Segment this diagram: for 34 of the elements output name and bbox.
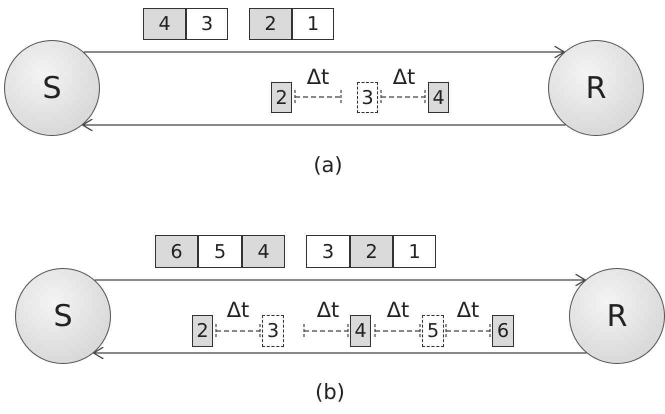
packet-box: 2 <box>192 315 213 347</box>
packet-box: 4 <box>350 315 371 347</box>
packet-box: 3 <box>357 82 378 113</box>
arrow <box>94 273 586 287</box>
time-gap-label: Δt <box>456 298 480 322</box>
time-gap-label: Δt <box>392 65 416 89</box>
packet-box: 3 <box>306 235 350 268</box>
time-gap-label: Δt <box>386 298 410 322</box>
packet-box: 5 <box>422 315 444 347</box>
panel-label: (a) <box>313 153 343 177</box>
packet-box: 6 <box>155 235 198 268</box>
arrow <box>82 118 566 132</box>
node-circle: S <box>15 268 111 364</box>
packet-box: 2 <box>350 235 393 268</box>
time-gap-label: Δt <box>316 298 340 322</box>
packet-box: 3 <box>186 8 228 40</box>
node-circle: R <box>569 268 665 364</box>
panel-label: (b) <box>315 380 345 404</box>
packet-box: 2 <box>271 82 292 113</box>
packet-box: 1 <box>393 235 436 268</box>
time-gap-label: Δt <box>226 298 250 322</box>
arrow <box>92 346 586 360</box>
packet-box: 4 <box>242 235 285 268</box>
node-circle: S <box>4 40 100 136</box>
packet-box: 5 <box>198 235 242 268</box>
packet-box: 4 <box>143 8 186 40</box>
time-gap-label: Δt <box>306 65 330 89</box>
node-circle: R <box>548 40 644 136</box>
packet-box: 2 <box>249 8 292 40</box>
packet-box: 6 <box>492 315 514 347</box>
packet-box: 1 <box>292 8 334 40</box>
packet-box: 3 <box>262 315 284 347</box>
packet-box: 4 <box>428 82 449 113</box>
arrow <box>84 45 565 59</box>
